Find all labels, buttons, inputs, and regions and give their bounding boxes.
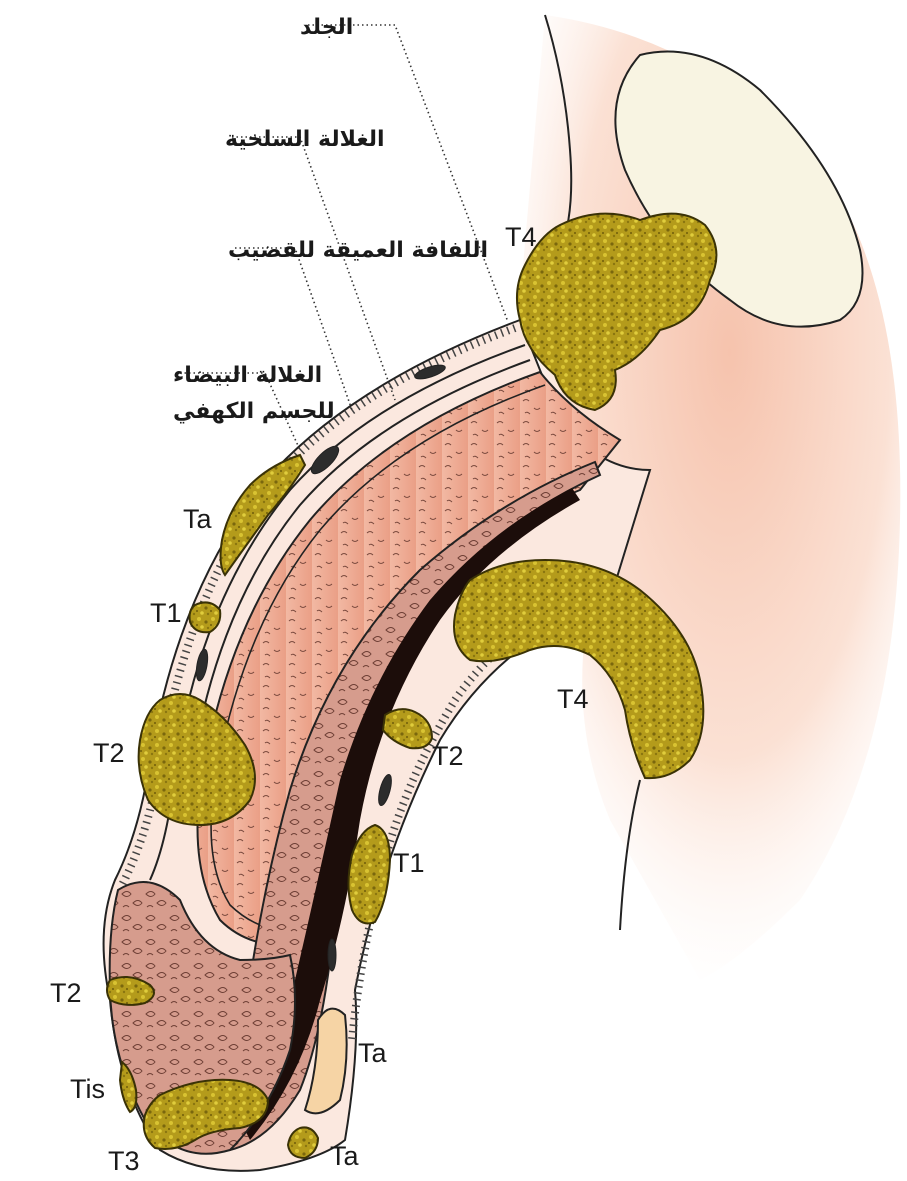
tumor-t1-lower (347, 823, 392, 925)
urethra (240, 488, 580, 1140)
tunica-albuginea-label-line1: الغلالة البيضاء (173, 363, 322, 388)
navicular-fossa (303, 1007, 348, 1115)
bucks-fascia-label: اللفافة العميقة للقضيب (228, 238, 488, 263)
stage-ta-upper-label: Ta (183, 504, 213, 534)
leader-lines (180, 24, 509, 451)
pubic-bone (614, 50, 864, 328)
stage-t1-upper-label: T1 (150, 598, 182, 628)
stage-ta-urethra-label: Ta (358, 1038, 388, 1068)
tunica-albuginea-leader (180, 372, 301, 451)
tumor-ta-upper (219, 453, 307, 577)
stage-t4-top-label: T4 (505, 222, 537, 252)
stage-t3-label: T3 (108, 1146, 140, 1176)
bucks-fascia-layer (189, 359, 531, 781)
tumor-t2-inner (381, 708, 434, 750)
tunica-albuginea-label-line2: للجسم الكهفي (173, 399, 335, 424)
stage-ta-bottom-label: Ta (330, 1141, 360, 1171)
tumor-t1-upper (188, 601, 222, 634)
stage-t2-inner-label: T2 (432, 741, 464, 771)
tumor-t2-glans (106, 975, 155, 1006)
tunica-albuginea-outline (210, 384, 546, 931)
stage-t2-glans-label: T2 (50, 978, 82, 1008)
tumor-ta-bottom (286, 1126, 320, 1160)
stage-tis-label: Tis (70, 1074, 105, 1104)
stage-t2-left-label: T2 (93, 738, 125, 768)
dartos-leader (232, 136, 396, 401)
skin-leader (308, 24, 509, 323)
tumors (106, 212, 718, 1160)
scrotum-outline (619, 779, 641, 931)
dartos-label: الغلالة السلخية (225, 127, 385, 152)
bucks-fascia-leader (235, 247, 353, 411)
tumor-t3 (142, 1078, 270, 1150)
tumor-t4-top (515, 212, 718, 412)
tumor-t2-left (137, 693, 256, 827)
skin-label: الجلد (300, 15, 353, 40)
tumor-tis (118, 1060, 138, 1114)
tumor-t4-inner (453, 558, 705, 780)
dorsal-vessels (195, 364, 446, 972)
stage-t1-lower-label: T1 (393, 848, 425, 878)
stage-t4-inner-label: T4 (557, 684, 589, 714)
